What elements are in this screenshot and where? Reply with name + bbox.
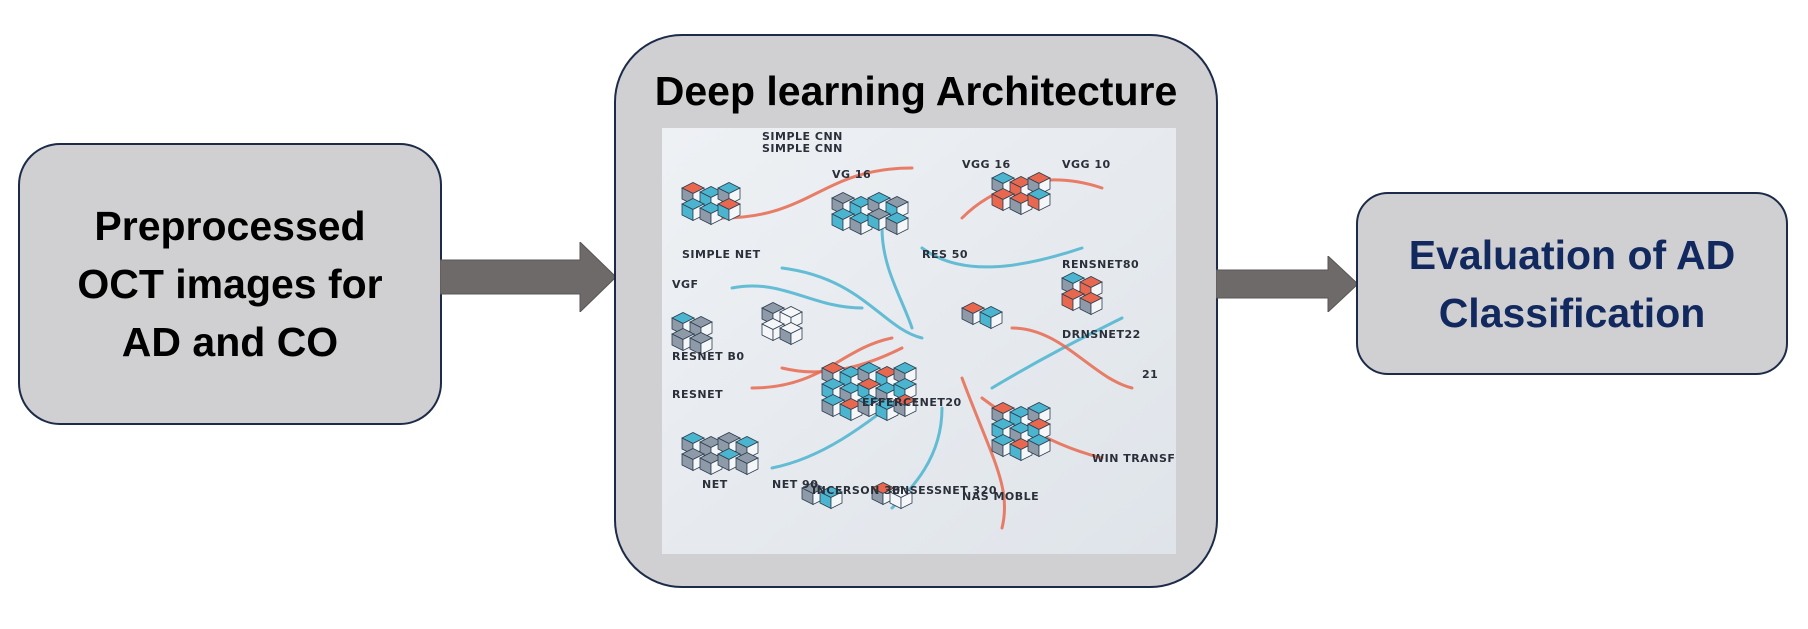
network-cube: [961, 302, 985, 326]
model-label: VGG 10: [1062, 158, 1111, 171]
model-label: DRNSNET22: [1062, 328, 1141, 341]
network-cube: [819, 486, 843, 510]
network-cube: [821, 394, 845, 418]
network-cube: [893, 394, 917, 418]
network-cube: [717, 198, 741, 222]
network-cube: [875, 398, 899, 422]
model-label: NET: [702, 478, 728, 491]
model-label: WIN TRANSFORME: [1092, 452, 1176, 465]
model-label: RES 50: [922, 248, 968, 261]
network-blocks: [671, 172, 1103, 510]
network-cube: [1027, 434, 1051, 458]
model-label: ENSESSNET 320: [892, 484, 997, 497]
model-label: VG 16: [832, 168, 871, 181]
network-cube: [889, 486, 913, 510]
model-label: RESNET B0: [672, 350, 745, 363]
arrow-right-2: [1216, 256, 1358, 312]
network-cube: [849, 212, 873, 236]
network-cube: [991, 434, 1015, 458]
model-label: RESNET: [672, 388, 723, 401]
output-box: Evaluation of AD Classification: [1356, 192, 1788, 375]
model-label: SIMPLE NET: [682, 248, 761, 261]
model-label: VGF: [672, 278, 699, 291]
input-box: Preprocessed OCT images for AD and CO: [18, 143, 442, 425]
model-label: SIMPLE CNN: [762, 142, 843, 155]
network-cube: [1027, 188, 1051, 212]
architecture-title: Deep learning Architecture: [654, 68, 1178, 114]
network-cube: [735, 452, 759, 476]
network-cube: [885, 212, 909, 236]
model-label: INCERSON 30: [812, 484, 900, 497]
model-label: SIMPLE CNN: [762, 130, 843, 143]
network-cube: [689, 332, 713, 356]
model-label: VGG 16: [962, 158, 1011, 171]
model-label: RENSNET80: [1062, 258, 1139, 271]
network-cube: [979, 306, 1003, 330]
model-label: EFFERCENET20: [862, 396, 962, 409]
model-label: NET 90: [772, 478, 818, 491]
arrow-right-1: [440, 242, 616, 312]
network-cube: [1027, 418, 1051, 442]
output-label: Evaluation of AD Classification: [1408, 231, 1736, 336]
input-label: Preprocessed OCT images for AD and CO: [77, 203, 383, 365]
model-label: 21: [1142, 368, 1158, 381]
network-cube: [779, 322, 803, 346]
model-label: NAS MOBLE: [962, 490, 1039, 503]
network-cube: [1079, 292, 1103, 316]
